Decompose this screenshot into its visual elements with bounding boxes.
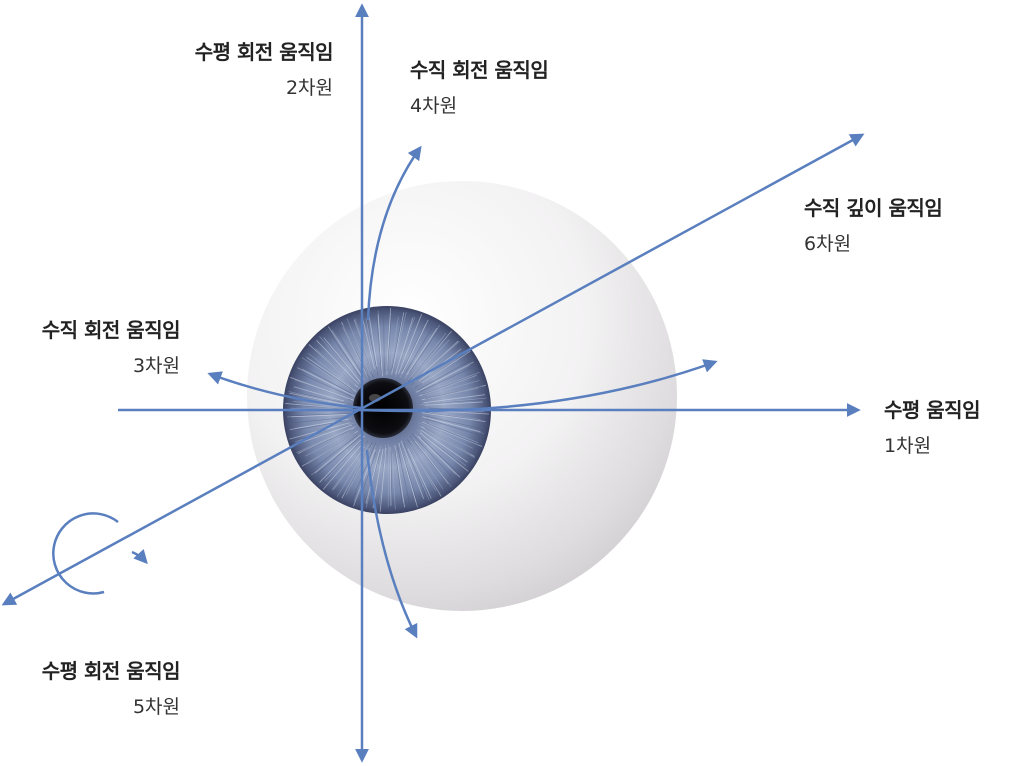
label-vertical-rotation-left: 수직 회전 움직임 3차원 bbox=[41, 318, 181, 377]
label-title: 수평 움직임 bbox=[884, 398, 980, 422]
label-dimension: 1차원 bbox=[884, 435, 932, 457]
label-dimension: 4차원 bbox=[410, 95, 458, 117]
label-title: 수평 회전 움직임 bbox=[41, 659, 181, 683]
label-dimension: 5차원 bbox=[132, 696, 180, 718]
horizontal-rotation-right-arrow bbox=[361, 359, 718, 413]
label-horizontal-rotation-top: 수평 회전 움직임 2차원 bbox=[194, 40, 334, 99]
label-vertical-rotation-top: 수직 회전 움직임 4차원 bbox=[410, 58, 549, 117]
label-dimension: 3차원 bbox=[132, 355, 180, 377]
label-title: 수직 회전 움직임 bbox=[410, 58, 549, 82]
label-title: 수평 회전 움직임 bbox=[194, 40, 334, 64]
depth-axis-arrow bbox=[1, 133, 865, 606]
label-dimension: 6차원 bbox=[804, 233, 852, 255]
label-dimension: 2차원 bbox=[285, 77, 333, 99]
label-horizontal-movement: 수평 움직임 1차원 bbox=[884, 400, 980, 456]
label-title: 수직 깊이 움직임 bbox=[804, 196, 943, 220]
label-title: 수직 회전 움직임 bbox=[41, 318, 181, 342]
roll-rotation-arrow bbox=[52, 512, 146, 595]
vertical-rotation-up-arrow bbox=[366, 145, 422, 321]
label-horizontal-rotation-bottom: 수평 회전 움직임 5차원 bbox=[41, 659, 181, 718]
horizontal-rotation-left-arrow bbox=[207, 371, 363, 410]
label-vertical-depth: 수직 깊이 움직임 6차원 bbox=[804, 196, 943, 255]
vertical-rotation-down-arrow bbox=[365, 449, 418, 639]
